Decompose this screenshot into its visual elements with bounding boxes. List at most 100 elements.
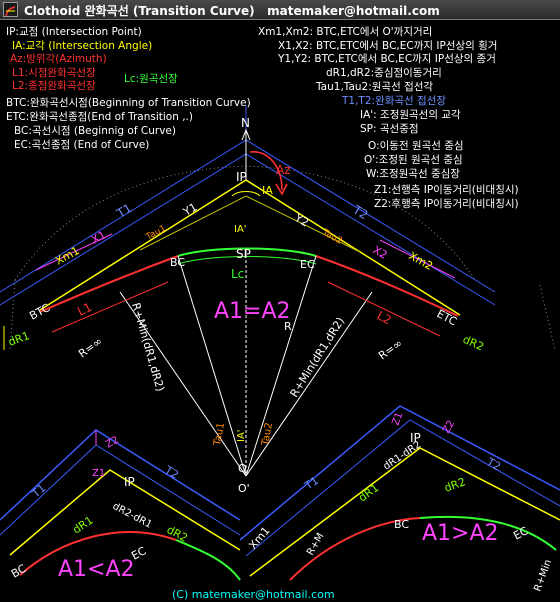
legend-o: O:이동전 원곡선 중심 bbox=[368, 140, 464, 152]
inset-left-dr2-dr1: dR2-dR1 bbox=[111, 501, 154, 531]
radius-line-ec bbox=[245, 255, 317, 477]
inset-left-ip: IP bbox=[124, 475, 135, 489]
radius-line-left bbox=[119, 291, 247, 477]
az-arrow-icon bbox=[275, 183, 288, 196]
window-title: Clothoid 완화곡선 (Transition Curve) matemak… bbox=[24, 4, 440, 18]
outer-arc bbox=[14, 165, 476, 281]
inset-right-transition-curve bbox=[289, 517, 421, 581]
legend-right: Xm1,Xm2: BTC,ETC에서 O'까지거리 X1,X2: BTC,ETC… bbox=[258, 26, 519, 210]
l1-label: L1 bbox=[75, 300, 94, 319]
circular-curve bbox=[177, 247, 317, 257]
ia-prime-label-center: IA' bbox=[236, 429, 247, 442]
legend-ia: IA:교각 (Intersection Angle) bbox=[12, 40, 152, 52]
outer-arc-end-right bbox=[539, 284, 556, 351]
inset-left-t1: T1 bbox=[29, 482, 49, 501]
o-label: O bbox=[238, 462, 247, 475]
transition-curve-2 bbox=[315, 255, 459, 317]
legend-z1: Z1:선행측 IP이동거리(비대칭시) bbox=[374, 184, 519, 196]
inset-left: Z1 Z2 IP T1 T2 dR2-dR1 dR1 dR2 BC EC A1<… bbox=[0, 429, 241, 582]
main-formula: A1=A2 bbox=[214, 299, 291, 324]
legend-bc: BC:곡선시점 (Beginnig of Curve) bbox=[14, 125, 176, 137]
o-prime-label: O' bbox=[238, 482, 250, 495]
sp-label: SP bbox=[236, 247, 251, 261]
footer-copyright: (C) matemaker@hotmail.com bbox=[172, 588, 335, 601]
tau2-label-center: Tau2 bbox=[260, 422, 275, 448]
l2-label: L2 bbox=[375, 308, 394, 327]
inset-right-dr1: dR1 bbox=[356, 481, 381, 504]
r-min-left-label: R+Min(dR1,dR2) bbox=[129, 301, 167, 393]
legend-ia-prime: IA': 조정원곡선의 교각 bbox=[360, 109, 461, 121]
inset-right-dr1-dr2: dR1-dR2 bbox=[382, 439, 424, 472]
inset-right-dr2: dR2 bbox=[443, 475, 468, 495]
legend-btc: BTC:완화곡선시점(Beginning of Transition Curve… bbox=[6, 96, 251, 109]
legend-xm: Xm1,Xm2: BTC,ETC에서 O'까지거리 bbox=[258, 26, 432, 38]
etc-label: ETC bbox=[435, 307, 460, 328]
t1-label: T1 bbox=[113, 201, 134, 221]
legend-tau: Tau1,Tau2:원곡선 접선각 bbox=[315, 81, 433, 93]
dr1-label: dR1 bbox=[7, 329, 32, 349]
lc-label: Lc bbox=[231, 267, 244, 281]
inset-right-t2: T2 bbox=[484, 455, 503, 474]
r-label: R bbox=[284, 320, 292, 333]
r-min-right-label: R+Min(dR1,dR2) bbox=[288, 315, 348, 400]
legend-w: W:조정원곡선 중심장 bbox=[366, 168, 460, 180]
inset-right-tangent-blue bbox=[245, 419, 560, 557]
inset-right-z1: Z1 bbox=[390, 411, 405, 427]
inset-left-circular-curve bbox=[175, 539, 241, 581]
r-infinity-left: R=∞ bbox=[76, 335, 105, 361]
north-arrow-icon bbox=[241, 128, 251, 141]
az-label: Az bbox=[276, 163, 291, 177]
radius-line-right bbox=[245, 291, 373, 477]
legend-l1: L1:시점완화곡선장 bbox=[12, 66, 96, 79]
ip-label: IP bbox=[236, 170, 247, 184]
ec-label: EC bbox=[300, 258, 315, 271]
legend-dr: dR1,dR2:중심점이동거리 bbox=[326, 67, 442, 79]
main-diagram: N Az IP IA IA' T1 T2 Xm1 Xm2 X1 X2 Y1 Y2… bbox=[0, 106, 556, 495]
inset-left-ip-lines bbox=[9, 469, 241, 556]
ia-label: IA bbox=[262, 184, 273, 197]
clothoid-diagram: IP:교점 (Intersection Point) IA:교각 (Inters… bbox=[0, 26, 560, 601]
inset-right-r-min: R+Min bbox=[532, 558, 554, 593]
title-bar: Clothoid 완화곡선 (Transition Curve) matemak… bbox=[0, 0, 560, 20]
inset-left-t2: T2 bbox=[162, 463, 181, 482]
az-arc bbox=[249, 151, 283, 191]
legend-az: Az:방위각(Azimuth) bbox=[10, 52, 107, 65]
xm2-dimension bbox=[379, 239, 456, 279]
inset-left-ec: EC bbox=[129, 544, 148, 562]
bc-label: BC bbox=[170, 256, 185, 269]
radius-line-bc bbox=[177, 255, 247, 477]
legend-x: X1,X2: BTC,ETC에서 BC,EC까지 IP선상의 횡거 bbox=[278, 39, 497, 52]
north-label: N bbox=[241, 116, 250, 130]
legend-o-prime: O':조정된 원곡선 중심 bbox=[364, 154, 463, 166]
lc-dimension bbox=[177, 256, 317, 265]
l1-dimension bbox=[51, 281, 169, 333]
inset-right-bc: BC bbox=[394, 518, 409, 531]
legend-etc: ETC:완화곡선종점(End of Transition ,.) bbox=[6, 110, 193, 123]
inset-left-z1: Z1 bbox=[92, 468, 105, 479]
tau1-label-top: Tau1 bbox=[144, 224, 168, 243]
legend-t: T1,T2:완화곡선 접선장 bbox=[341, 94, 446, 107]
legend-left: IP:교점 (Intersection Point) IA:교각 (Inters… bbox=[6, 26, 251, 151]
r-infinity-right: R=∞ bbox=[376, 337, 405, 363]
inset-right-ip-lines bbox=[249, 447, 560, 577]
legend-ec: EC:곡선종점 (End of Curve) bbox=[14, 139, 149, 151]
inset-left-transition-curve bbox=[19, 531, 177, 576]
legend-l2: L2:종점완화곡선장 bbox=[12, 79, 96, 92]
y1-label: Y1 bbox=[180, 200, 199, 219]
inset-left-formula: A1<A2 bbox=[58, 557, 135, 582]
inset-right-ip: IP bbox=[410, 431, 421, 445]
legend-ip: IP:교점 (Intersection Point) bbox=[6, 26, 142, 38]
inset-right-t1: T1 bbox=[302, 474, 321, 493]
tau2-label-top: Tau2 bbox=[320, 227, 344, 246]
y2-label: Y2 bbox=[292, 211, 311, 230]
x1-label: X1 bbox=[89, 228, 108, 246]
dr2-label: dR2 bbox=[461, 333, 486, 354]
inset-right-ec: EC bbox=[511, 524, 530, 542]
legend-sp: SP: 곡선중점 bbox=[360, 123, 419, 135]
inset-right-tangent-outer bbox=[239, 405, 560, 541]
inset-right-z2: Z2 bbox=[441, 419, 457, 436]
transition-curve-1 bbox=[39, 255, 179, 313]
xm1-dimension bbox=[35, 233, 113, 271]
x2-label: X2 bbox=[371, 243, 390, 262]
